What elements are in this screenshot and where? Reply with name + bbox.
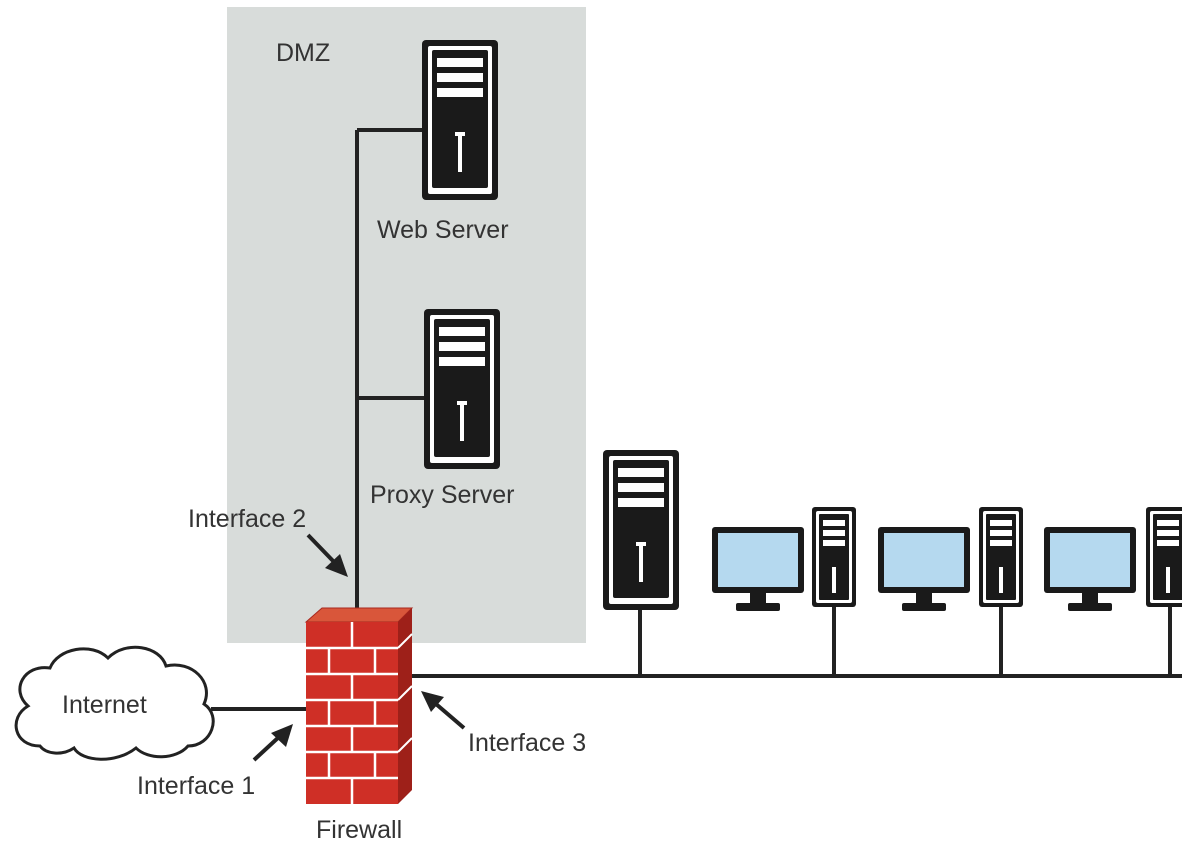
arrowhead-icon [421,691,444,712]
workstation-3[interactable] [1044,507,1182,611]
web-server[interactable]: Web Server [377,40,509,244]
web-server-label: Web Server [377,216,509,244]
dmz-label: DMZ [276,39,330,67]
server-icon [424,309,500,469]
interface-2-callout: Interface 2 [188,505,348,577]
monitor-icon [1044,527,1136,611]
lan-server[interactable] [603,450,679,610]
proxy-server-label: Proxy Server [370,481,514,509]
interface-3-callout: Interface 3 [421,691,586,757]
interface-1-callout: Interface 1 [137,724,293,800]
proxy-server[interactable]: Proxy Server [370,309,514,509]
interface-3-arrow [434,702,466,730]
firewall-brick-icon [304,607,414,804]
interface-2-label: Interface 2 [188,505,306,533]
arrowhead-icon [271,724,293,747]
firewall-label: Firewall [316,816,402,843]
interface-3-label: Interface 3 [468,729,586,757]
workstation-1[interactable] [712,507,856,611]
internet-label: Internet [62,691,147,719]
server-icon [603,450,679,610]
computer-tower-icon [1146,507,1182,607]
computer-tower-icon [979,507,1023,607]
workstation-2[interactable] [878,507,1023,611]
interface-2-arrow [306,533,338,566]
server-icon [422,40,498,200]
interface-1-label: Interface 1 [137,772,255,800]
internet[interactable]: Internet [14,645,215,761]
arrowhead-icon [325,554,348,577]
monitor-icon [878,527,970,611]
monitor-icon [712,527,804,611]
firewall[interactable]: Firewall [304,607,414,843]
network-links [211,128,1182,711]
interface-1-arrow [252,734,282,762]
computer-tower-icon [812,507,856,607]
cloud-icon [14,645,215,761]
dmz-zone [227,7,586,643]
